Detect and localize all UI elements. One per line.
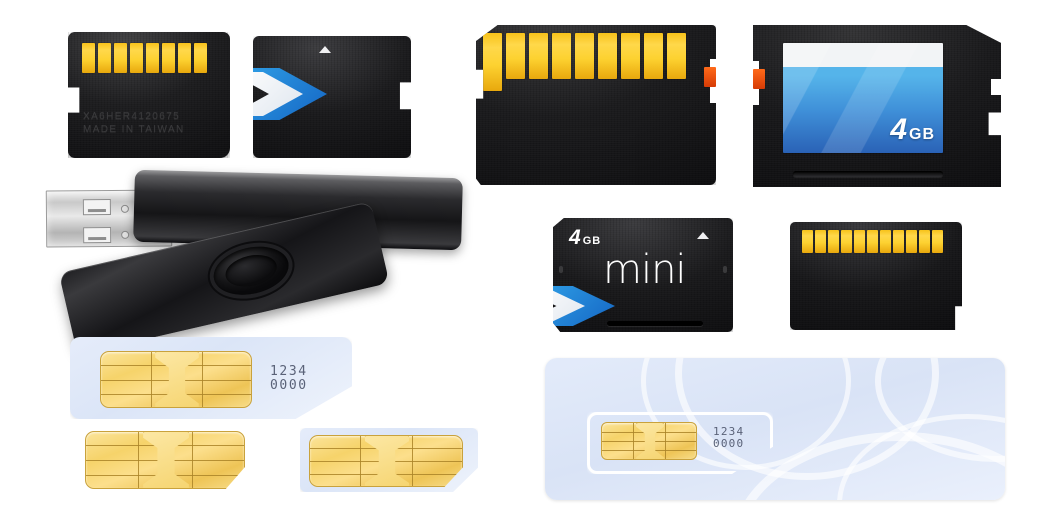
minisd-back-body — [790, 222, 962, 330]
contact-pad — [667, 33, 686, 79]
contact-pad — [841, 230, 852, 253]
side-notch — [559, 266, 563, 273]
contact-pad — [867, 230, 878, 253]
usb-tab — [82, 198, 111, 216]
contact-pad — [114, 43, 127, 73]
usb-contact-tabs — [82, 198, 112, 255]
minisd-card-back[interactable] — [790, 222, 962, 330]
gold-contacts-group — [802, 230, 943, 253]
contact-pad — [146, 43, 159, 73]
triangle-up-icon — [697, 232, 709, 239]
contact-pad — [854, 230, 865, 253]
contact-pad — [529, 33, 548, 79]
sim-number-block: 1234 0000 — [270, 365, 308, 393]
sim-number-line2: 0000 — [713, 437, 745, 450]
usb-swivel-ring — [208, 239, 294, 302]
contact-pad — [880, 230, 891, 253]
sd-back-body — [476, 25, 716, 185]
sim-number-line1: 1234 — [713, 425, 745, 438]
contact-pad — [893, 230, 904, 253]
engraving-origin: MADE IN TAIWAN — [83, 124, 185, 135]
gold-contacts-group — [483, 33, 686, 91]
capacity-number: 4 — [253, 98, 259, 115]
brand-word: mini — [603, 247, 687, 293]
contact-pad — [506, 33, 525, 79]
contact-pad — [815, 230, 826, 253]
contact-pad — [130, 43, 143, 73]
sd-card-back[interactable] — [476, 25, 716, 185]
microsd-card-back[interactable]: XA6HER4120675 MADE IN TAIWAN — [68, 32, 230, 158]
contact-pad — [621, 33, 640, 79]
contact-pad — [932, 230, 943, 253]
sim-gold-chip — [309, 435, 463, 487]
capacity-label: 4GB — [253, 98, 259, 140]
contact-pad — [919, 230, 930, 253]
contact-pad — [98, 43, 111, 73]
sim-chip-bare[interactable] — [85, 431, 245, 489]
capacity-unit: GB — [909, 126, 935, 143]
capacity-number: 4 — [890, 113, 907, 146]
contact-pad — [598, 33, 617, 79]
sd-right-notch — [991, 79, 1001, 95]
capacity-unit: GB — [582, 235, 602, 247]
gold-contacts-group — [82, 43, 207, 73]
sim-number-block: 1234 0000 — [713, 426, 744, 450]
usb-tab — [83, 226, 112, 244]
capacity-number: 4 — [569, 226, 581, 249]
microsd-back-body: XA6HER4120675 MADE IN TAIWAN — [68, 32, 230, 158]
sim-chip-with-carrier-edge[interactable] — [300, 428, 478, 492]
sim-gold-chip — [85, 431, 245, 489]
usb-hole — [121, 230, 130, 239]
sim-gold-chip — [100, 351, 252, 408]
sim-card-body: 1234 0000 — [545, 358, 1005, 500]
contact-pad — [906, 230, 917, 253]
microsd-card-front[interactable]: 4GB — [253, 36, 411, 158]
engraving-serial: XA6HER4120675 — [83, 111, 181, 122]
contact-pad — [828, 230, 839, 253]
sim-number-line2: 0000 — [270, 378, 308, 393]
write-protect-switch[interactable] — [704, 67, 716, 87]
contact-pad — [178, 43, 191, 73]
contact-pad — [162, 43, 175, 73]
sim-credit-card-carrier[interactable]: 1234 0000 — [545, 358, 1005, 500]
contact-pad — [82, 43, 95, 73]
sim-card-full-size[interactable]: 1234 0000 — [70, 337, 352, 419]
sim-punch-out-outline — [587, 412, 773, 474]
usb-hole — [120, 204, 129, 213]
contact-pad — [575, 33, 594, 79]
usb-swivel-ring-inner — [222, 250, 280, 292]
triangle-up-icon — [319, 46, 331, 53]
contact-pad — [802, 230, 813, 253]
microsd-front-body: 4GB — [253, 36, 411, 158]
contact-pad — [552, 33, 571, 79]
contact-pad — [483, 33, 502, 91]
engraving-block: XA6HER4120675 MADE IN TAIWAN — [83, 110, 215, 136]
sim-number-line1: 1234 — [270, 364, 308, 379]
usb-flash-drive[interactable] — [42, 169, 463, 355]
side-notch — [723, 266, 727, 273]
contact-pad — [644, 33, 663, 79]
contact-pad — [194, 43, 207, 73]
sd-bottom-groove — [793, 171, 943, 177]
minisd-bottom-groove — [607, 321, 703, 326]
write-protect-switch[interactable] — [753, 69, 765, 89]
sim-gold-chip — [601, 422, 697, 460]
